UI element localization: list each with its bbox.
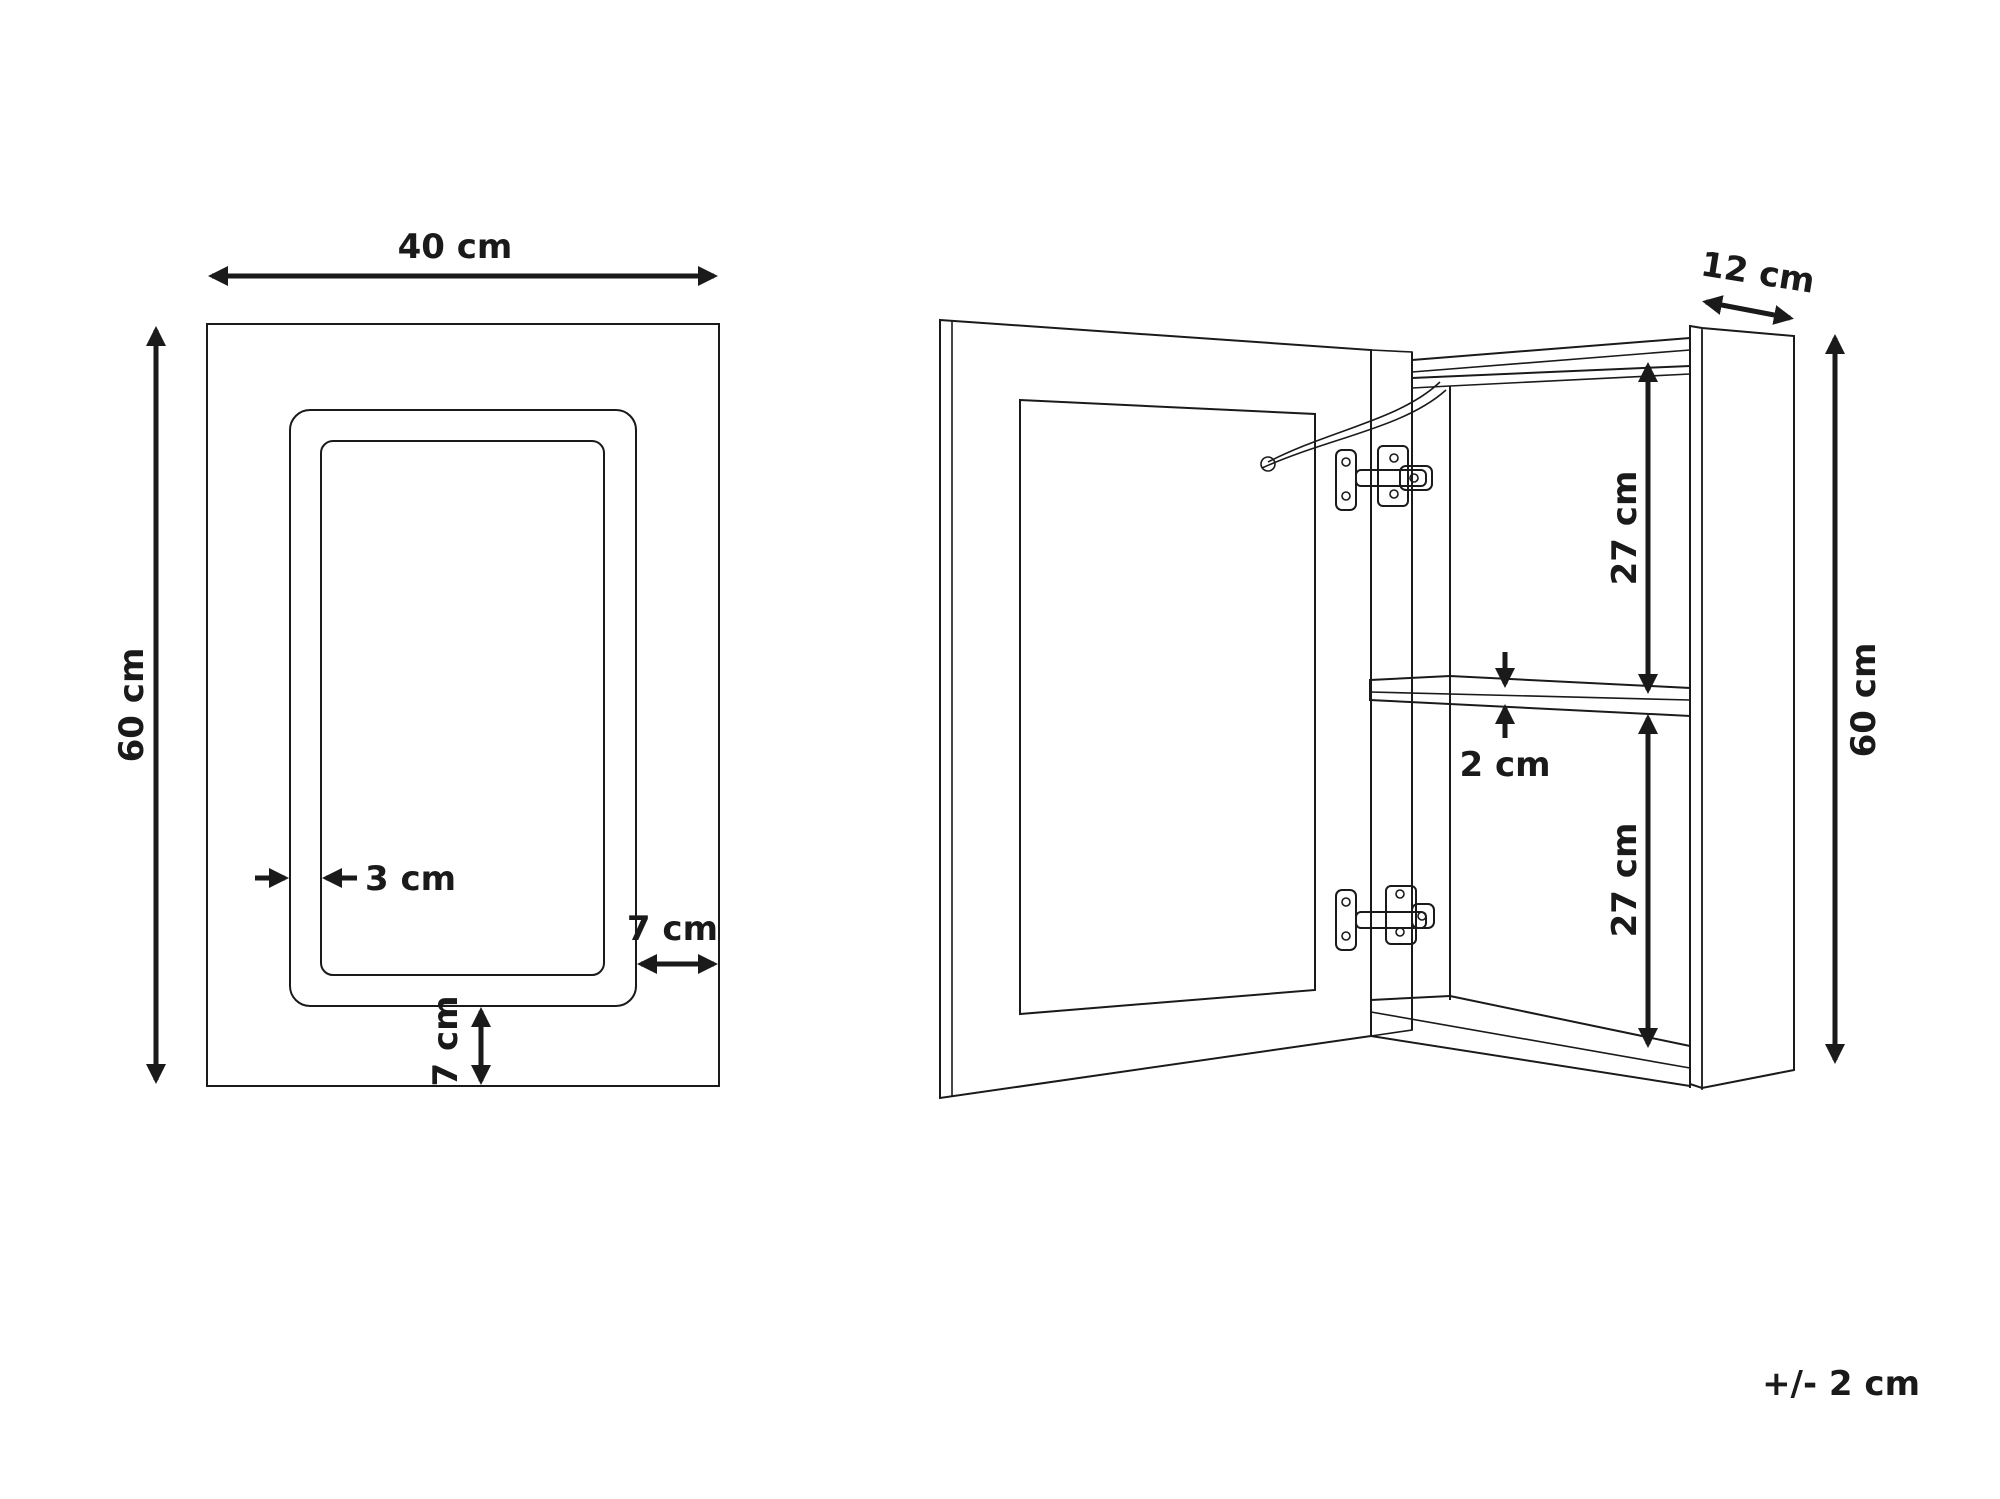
open-height-label: 60 cm xyxy=(1844,643,1884,758)
bottom-margin-label: 7 cm xyxy=(426,995,466,1086)
cabinet-body xyxy=(1369,324,1795,1090)
depth-dimension-arrow xyxy=(1702,295,1794,325)
tolerance-label: +/- 2 cm xyxy=(1762,1364,1920,1404)
lower-compartment-label: 27 cm xyxy=(1605,823,1645,938)
mirror-inner-glass xyxy=(320,440,605,976)
width-dimension-label: 40 cm xyxy=(398,227,513,267)
shelf-thickness-label: 2 cm xyxy=(1459,745,1550,785)
height-dimension-label: 60 cm xyxy=(112,648,152,763)
wire-connector xyxy=(1260,456,1276,472)
depth-dimension-label: 12 cm xyxy=(1698,244,1818,301)
cabinet-shelf xyxy=(1369,674,1691,718)
cabinet-side-panel xyxy=(1689,324,1795,1090)
upper-compartment-label: 27 cm xyxy=(1605,471,1645,586)
open-door xyxy=(939,318,1413,1100)
front-view: 40 cm 60 cm 3 cm 7 cm 7 cm xyxy=(112,227,720,1087)
door-mirror-panel xyxy=(1019,398,1316,1016)
led-wire xyxy=(1267,381,1441,463)
lower-hinge xyxy=(1335,885,1435,951)
side-margin-label: 7 cm xyxy=(627,909,718,949)
front-cabinet-outline xyxy=(206,323,720,1087)
open-view: 12 cm 27 cm 2 cm 27 cm 60 cm xyxy=(939,244,1884,1100)
upper-hinge xyxy=(1335,445,1433,511)
mirror-outer-frame xyxy=(289,409,637,1007)
frame-dimension-label: 3 cm xyxy=(365,859,456,899)
